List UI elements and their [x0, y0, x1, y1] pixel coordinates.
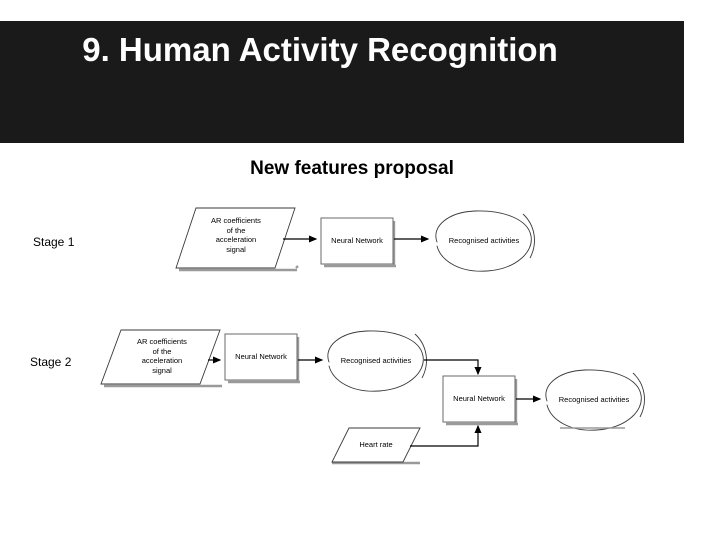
stage2-neural-network-2-label: Neural Network — [453, 394, 505, 403]
stage-1-label: Stage 1 — [33, 235, 75, 249]
stage2-recognised-activities-output-label: Recognised activities — [558, 395, 630, 404]
stage1-ar-coefficients-label: AR coefficients of the acceleration sign… — [211, 216, 261, 254]
stage1-nn-shadow — [324, 221, 396, 268]
stage1-recognised-activities-label: Recognised activities — [448, 236, 520, 245]
page-subtitle: New features proposal — [250, 158, 454, 179]
title-banner: 9. Human Activity Recognition — [0, 21, 684, 143]
stage2-recognised-activities-intermediate-label: Recognised activities — [340, 356, 412, 365]
stage2-edge-intermediate-to-nn2 — [424, 359, 482, 376]
stage2-neural-network-1-shape — [224, 333, 298, 381]
stage1-neural-network-shape — [320, 217, 394, 265]
stage2-edge-heartrate-to-nn2 — [410, 424, 482, 447]
stage2-nn2-shadow — [446, 379, 518, 426]
stage2-heart-rate-label: Heart rate — [359, 440, 393, 449]
stage1-neural-network-label: Neural Network — [331, 236, 383, 245]
stage-2-label: Stage 2 — [30, 355, 72, 369]
stage2-neural-network-1-label: Neural Network — [235, 352, 287, 361]
page-title: 9. Human Activity Recognition — [82, 31, 558, 68]
stage2-ar-coefficients-label: AR coefficients of the acceleration sign… — [137, 337, 187, 375]
stage2-heart-rate-shape — [331, 427, 421, 463]
stage2-ar-coefficients-shape — [100, 329, 221, 385]
stage2-neural-network-2-shape — [442, 375, 516, 423]
stage1-recognised-activities-shape — [435, 210, 532, 272]
stage2-recognised-activities-intermediate-shape — [327, 330, 424, 392]
stage1-ar-coefficients-shape — [175, 207, 296, 269]
